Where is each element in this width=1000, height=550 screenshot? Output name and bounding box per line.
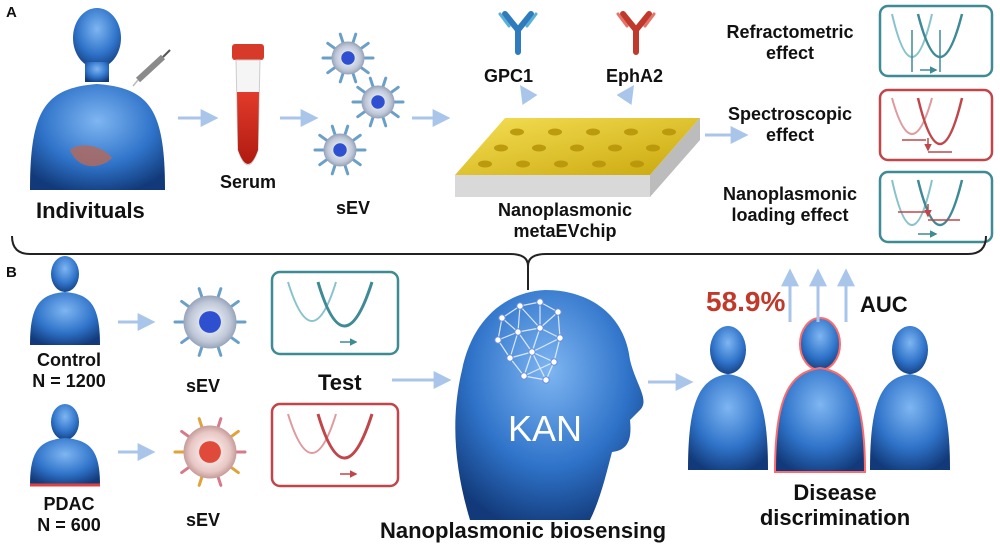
- marker-label-gpc1: GPC1: [484, 66, 534, 86]
- neural-network-icon: [494, 298, 564, 384]
- control-figure: [30, 256, 100, 345]
- vesicle-icon: [351, 76, 405, 128]
- vesicle-icon: [313, 124, 367, 176]
- sev-label-a: sEV: [336, 198, 371, 218]
- sev-label-pdac: sEV: [186, 510, 221, 530]
- pancreas-icon: [70, 145, 112, 167]
- auc-value: 58.9%: [706, 286, 786, 317]
- test-label: Test: [318, 370, 362, 395]
- syringe-icon: [132, 49, 171, 87]
- biosensing-label: Nanoplasmonic biosensing: [380, 518, 667, 543]
- marker-label-epha2: EphA2: [606, 66, 664, 86]
- chip-label-line2: metaEVchip: [513, 220, 617, 241]
- sev-vesicles: [313, 32, 405, 176]
- effect-box-loading: [878, 170, 994, 244]
- gpc1-antibody-icon: [498, 11, 538, 55]
- kan-head-figure: [455, 290, 644, 520]
- control-group-label: Control N = 1200: [32, 350, 106, 391]
- pdac-sev-icon: [173, 417, 247, 487]
- effect-box-spectroscopic: [878, 88, 994, 162]
- panel-label-a: A: [6, 4, 17, 21]
- chip-label-line1: Nanoplasmonic: [497, 200, 633, 220]
- sev-label-control: sEV: [186, 376, 221, 396]
- serum-label: Serum: [220, 172, 277, 192]
- control-sev-icon: [173, 287, 247, 357]
- test-box-pdac: [270, 402, 400, 488]
- auc-label: AUC: [860, 292, 908, 317]
- effect-label-spectroscopic: Spectroscopic effect: [727, 104, 853, 145]
- discrimination-figures: [688, 317, 950, 473]
- serum-tube-icon: [232, 44, 264, 166]
- epha2-antibody-icon: [616, 11, 656, 55]
- discrimination-label: Disease discrimination: [759, 480, 911, 531]
- test-box-control: [270, 270, 400, 356]
- chip-label: Nanoplasmonic metaEVchip: [472, 200, 658, 241]
- effect-label-refractometric: Refractometric effect: [726, 22, 854, 63]
- individual-figure: [30, 8, 165, 190]
- panel-label-b: B: [6, 264, 17, 281]
- kan-label: KAN: [508, 408, 583, 449]
- vesicle-icon: [173, 417, 247, 487]
- pdac-group-label: PDAC N = 600: [37, 494, 101, 535]
- vesicle-icon: [321, 32, 375, 84]
- individuals-label: Indivituals: [36, 198, 145, 223]
- effect-label-loading: Nanoplasmonic loading effect: [722, 184, 858, 225]
- pdac-figure: [30, 404, 100, 487]
- metaevchip-icon: [455, 118, 700, 197]
- vesicle-icon: [173, 287, 247, 357]
- effect-box-refractometric: [878, 4, 994, 78]
